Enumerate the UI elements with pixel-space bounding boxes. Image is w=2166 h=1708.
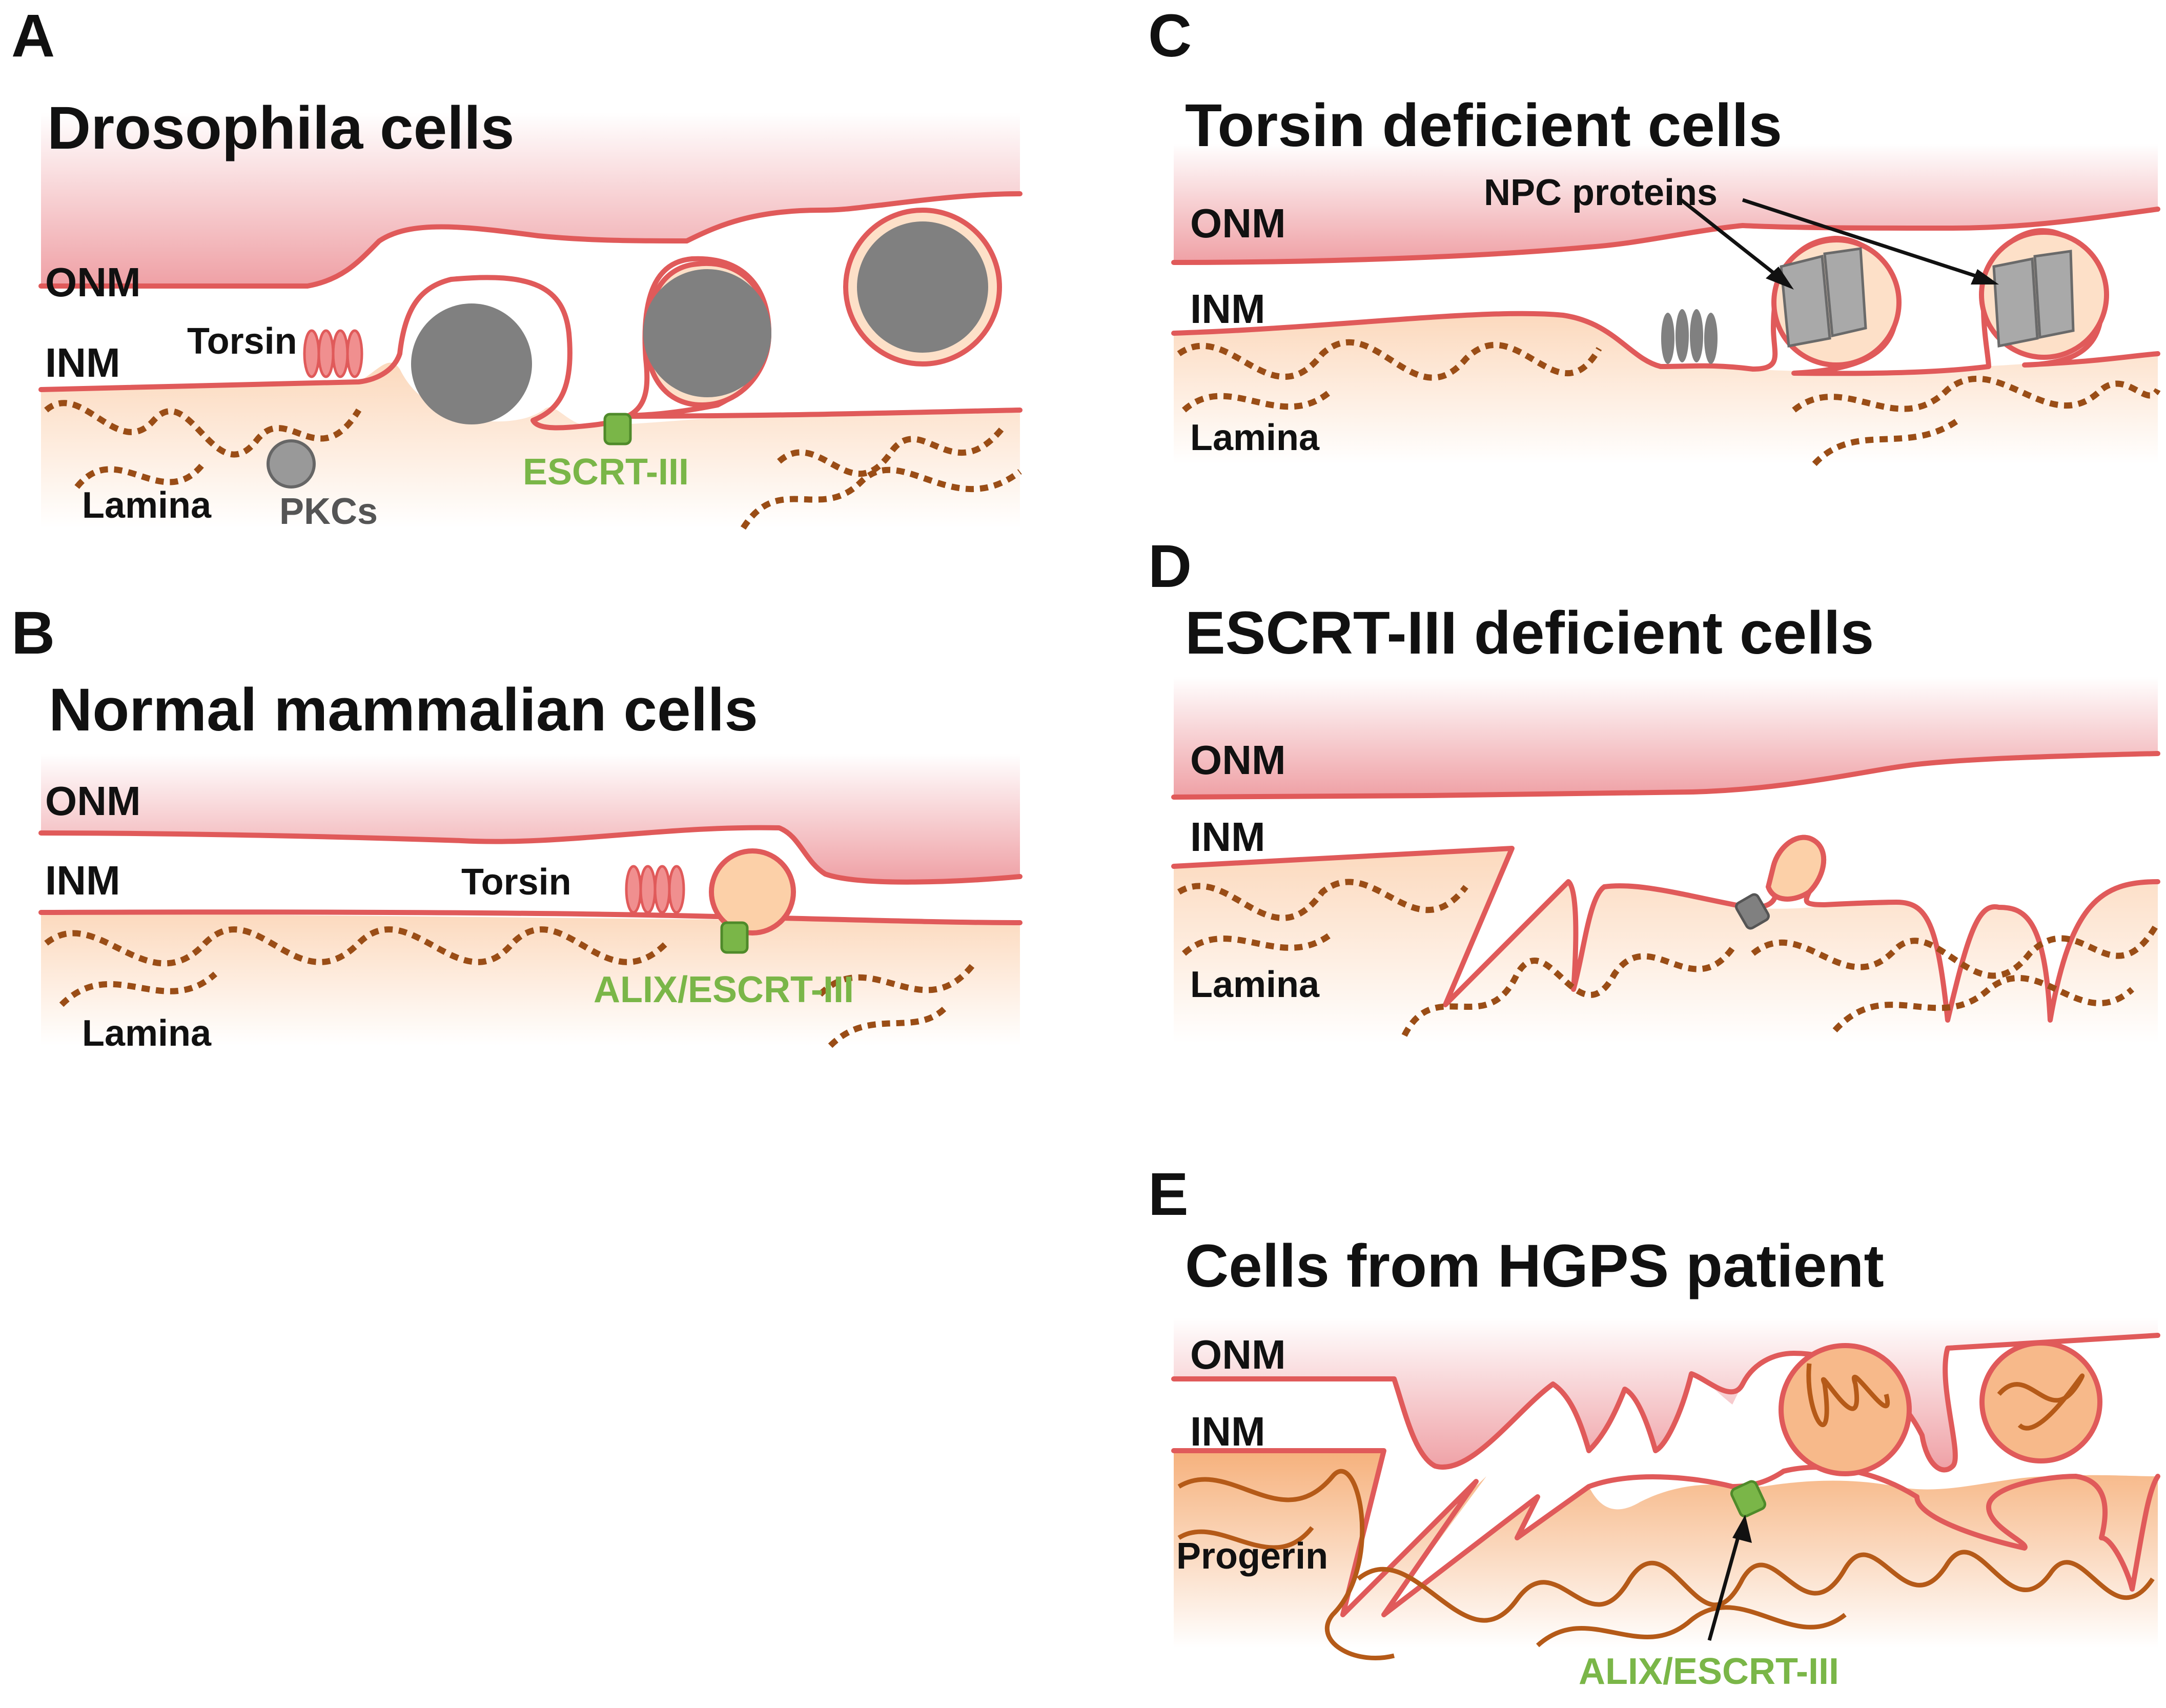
escrt-iii-icon (603, 413, 632, 445)
grey-protein-icon (1661, 309, 1718, 364)
inm-line (1171, 1448, 2160, 1617)
alix-escrt-iii-icon (1730, 1480, 1767, 1518)
panel-b: B Normal mammalian cells ONM INM Torsin … (11, 599, 1023, 1054)
panel-title: Drosophila cells (47, 94, 515, 162)
panel-letter: D (1148, 533, 1192, 600)
onm-label: ONM (45, 259, 141, 305)
outer-nuclear-membrane (1174, 677, 2158, 797)
outer-nuclear-membrane (41, 754, 1020, 882)
perinuclear-vesicle (1979, 1340, 2102, 1463)
panel-e: E Cells from HGPS patient ONM INM Proger… (1148, 1161, 2160, 1692)
lamina-network (1177, 879, 2161, 1037)
onm-line (38, 825, 1023, 885)
progerin-network (1177, 1363, 2155, 1660)
budding-vesicle (1765, 835, 1827, 902)
panel-title: Cells from HGPS patient (1185, 1232, 1884, 1300)
inm-label: INM (1190, 1409, 1265, 1454)
onm-line (1171, 207, 2160, 265)
panel-a: A Drosophila cells ONM INM Torsin Lamina… (11, 2, 1023, 532)
escrt-label: ALIX/ESCRT-III (1579, 1651, 1839, 1692)
nucleoplasm (1174, 848, 2158, 1043)
budding-vesicle (709, 848, 796, 936)
outer-nuclear-membrane (1174, 1317, 2158, 1470)
torsin-label: Torsin (461, 862, 571, 903)
perinuclear-vesicle (643, 269, 771, 397)
lamina-label: Lamina (82, 485, 212, 526)
torsin-icon (625, 865, 685, 914)
torsin-icon (303, 329, 363, 378)
pkc-icon (267, 439, 316, 489)
progerin-label: Progerin (1176, 1536, 1328, 1577)
escrt-label: ESCRT-III (523, 452, 689, 493)
lamina-network (1177, 339, 2161, 466)
panel-letter: B (11, 599, 55, 667)
perinuclear-vesicle (857, 221, 988, 353)
alix-escrt-iii-icon (720, 921, 749, 954)
outer-nuclear-membrane (41, 113, 1020, 286)
nucleoplasm (1174, 313, 2158, 464)
perinuclear-vesicle (411, 303, 532, 424)
panel-letter: C (1148, 2, 1192, 70)
grey-protein-icon (1735, 893, 1770, 930)
panel-title: Normal mammalian cells (49, 676, 758, 744)
panel-c: C Torsin deficient cells ONM INM NPC pro… (1148, 2, 2161, 466)
lamina-label: Lamina (1190, 964, 1320, 1005)
inm-label: INM (45, 340, 120, 385)
panel-title: ESCRT-III deficient cells (1185, 599, 1874, 667)
arrow-line (1707, 1530, 1742, 1641)
npc-protein-icon (1992, 250, 2075, 348)
onm-line (1171, 751, 2160, 800)
panel-letter: E (1148, 1161, 1189, 1228)
onm-line (1171, 1333, 2160, 1473)
panel-letter: A (11, 2, 55, 70)
onm-label: ONM (1190, 1332, 1286, 1377)
onm-label: ONM (1190, 200, 1286, 246)
nucleoplasm (41, 912, 1020, 1046)
arrowhead-icon (1732, 1515, 1752, 1543)
lamina-label: Lamina (1190, 417, 1320, 458)
arrow-line (1680, 198, 1780, 278)
inm-line (1171, 835, 2160, 1023)
pkcs-label: PKCs (279, 491, 378, 532)
inm-label: INM (1190, 814, 1265, 860)
npc-protein-icon (1780, 247, 1867, 348)
inm-label: INM (1190, 286, 1265, 332)
panel-title: Torsin deficient cells (1185, 92, 1782, 159)
arrowhead-icon (1971, 269, 1999, 284)
panel-d: D ESCRT-III deficient cells ONM INM Lami… (1148, 533, 2161, 1043)
arrowhead-icon (1766, 267, 1794, 290)
lamina-label: Lamina (82, 1013, 212, 1054)
onm-label: ONM (45, 778, 141, 824)
npc-label: NPC proteins (1484, 172, 1718, 213)
perinuclear-vesicle (1779, 1343, 1912, 1476)
inm-label: INM (45, 858, 120, 903)
torsin-label: Torsin (187, 321, 297, 362)
escrt-label: ALIX/ESCRT-III (594, 969, 854, 1010)
arrow-line (1742, 198, 1979, 279)
onm-label: ONM (1190, 737, 1286, 783)
outer-nuclear-membrane (1174, 144, 2158, 262)
onm-line (38, 191, 1023, 289)
nucleoplasm (1174, 1451, 2158, 1648)
inm-line (38, 909, 1023, 925)
